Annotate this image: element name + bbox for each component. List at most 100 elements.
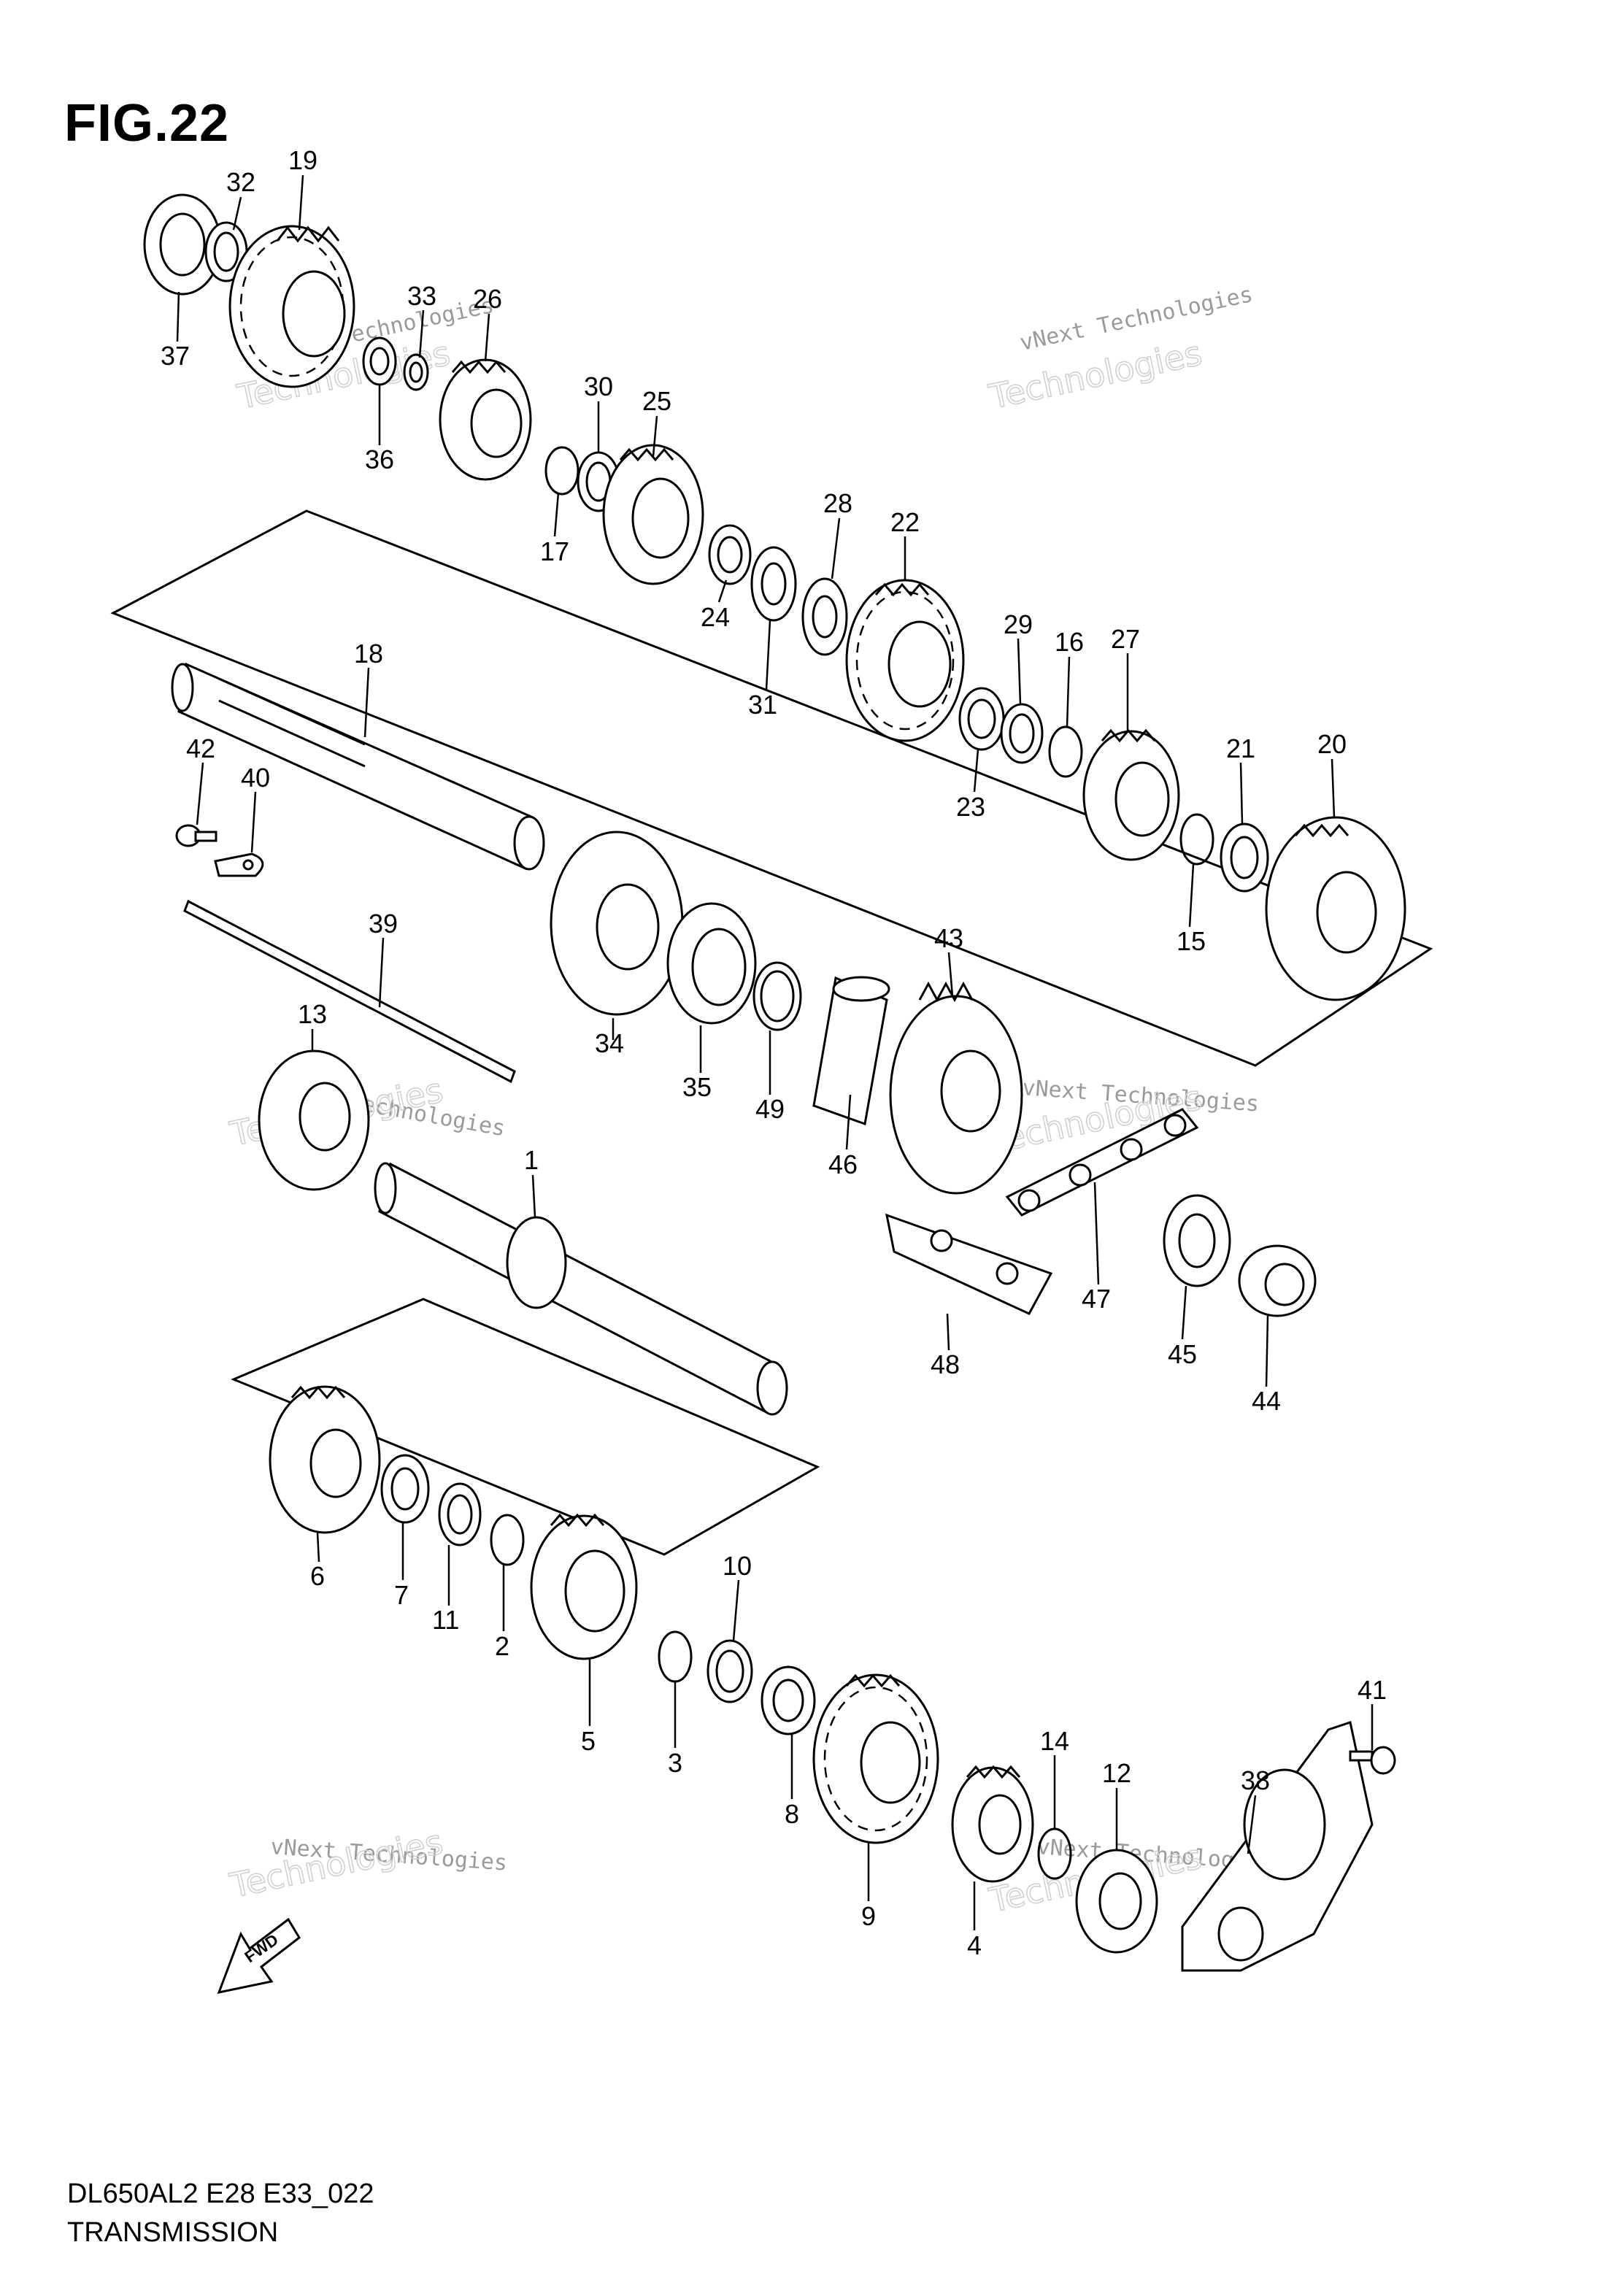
callout-24: 24: [701, 602, 730, 632]
gear-19: [228, 225, 355, 388]
callout-4: 4: [967, 1930, 982, 1960]
callout-12: 12: [1102, 1758, 1131, 1788]
gear-5: [530, 1513, 638, 1660]
bushing-23: [958, 687, 1005, 751]
bolt-42: [175, 824, 217, 847]
callout-34: 34: [595, 1028, 624, 1058]
callout-44: 44: [1252, 1386, 1281, 1416]
callout-27: 27: [1111, 624, 1140, 654]
oil-seal-35: [666, 902, 757, 1025]
callout-39: 39: [369, 909, 398, 939]
circlip-15: [1179, 813, 1214, 866]
gear-4: [951, 1765, 1034, 1883]
washer-33: [403, 353, 429, 391]
washer-45: [1163, 1194, 1231, 1287]
circlip-16: [1048, 725, 1083, 778]
callout-23: 23: [956, 792, 985, 822]
callout-33: 33: [407, 281, 436, 311]
bushing-7: [380, 1454, 430, 1524]
gear-9: [812, 1673, 939, 1844]
lock-washer-28: [801, 577, 848, 656]
callout-7: 7: [394, 1580, 409, 1610]
callout-38: 38: [1241, 1765, 1270, 1795]
bearing-34: [550, 831, 684, 1016]
callout-31: 31: [748, 690, 777, 720]
gear-26: [439, 358, 532, 481]
plate-38: [1181, 1721, 1374, 1972]
svg-text:Technologies: Technologies: [226, 1822, 446, 1906]
callout-1: 1: [524, 1145, 539, 1175]
callout-36: 36: [365, 444, 394, 474]
callout-48: 48: [931, 1349, 960, 1379]
washer-11: [438, 1482, 482, 1546]
callout-22: 22: [890, 507, 920, 537]
callout-19: 19: [288, 145, 317, 175]
callout-43: 43: [934, 923, 963, 953]
gear-20: [1265, 816, 1406, 1001]
sprocket-43: [889, 981, 1023, 1195]
washer-10: [706, 1639, 753, 1703]
bolt-41: [1349, 1746, 1396, 1775]
callout-35: 35: [682, 1072, 712, 1102]
chain-joint-48: [885, 1213, 1053, 1315]
callout-11: 11: [432, 1605, 459, 1635]
countershaft-18: [171, 662, 545, 871]
diagram-code: DL650AL2 E28 E33_022: [67, 2178, 374, 2209]
callout-41: 41: [1358, 1675, 1387, 1705]
bushing-24: [708, 524, 752, 585]
callout-10: 10: [723, 1551, 752, 1581]
bushing-8: [761, 1665, 816, 1736]
callout-21: 21: [1226, 733, 1255, 763]
callout-8: 8: [785, 1799, 799, 1829]
washer-29: [1000, 703, 1044, 764]
callout-45: 45: [1168, 1339, 1197, 1369]
callout-49: 49: [755, 1094, 785, 1124]
gear-6: [269, 1385, 381, 1534]
callout-30: 30: [584, 371, 613, 401]
callout-40: 40: [241, 763, 270, 793]
callout-47: 47: [1082, 1284, 1111, 1314]
callout-14: 14: [1040, 1726, 1069, 1756]
bearing-12: [1075, 1849, 1158, 1954]
circlip-2: [490, 1514, 525, 1566]
driveshaft-1: [374, 1162, 788, 1416]
leader-lines: [176, 174, 1374, 1930]
circlip-17: [544, 446, 580, 496]
callout-2: 2: [495, 1631, 509, 1661]
svg-text:Technologies: Technologies: [985, 334, 1205, 417]
callout-16: 16: [1055, 627, 1084, 657]
washer-21: [1220, 823, 1269, 893]
countershaft-group-outline: [110, 509, 1433, 1067]
watermark-5: vNext Technologies Technologies: [226, 1822, 508, 1906]
figure-title: FIG.22: [64, 94, 230, 153]
callout-25: 25: [642, 386, 671, 416]
plate-40: [214, 852, 264, 877]
lock-washer-31: [750, 546, 797, 622]
callout-37: 37: [161, 341, 190, 371]
callout-17: 17: [540, 536, 569, 566]
callout-6: 6: [310, 1561, 325, 1591]
fwd-arrow-icon: FWD: [217, 1917, 301, 1995]
callout-9: 9: [861, 1901, 876, 1931]
spacer-46: [812, 976, 890, 1126]
callout-42: 42: [186, 733, 215, 763]
bushing-36: [362, 336, 397, 386]
callout-29: 29: [1004, 609, 1033, 639]
callout-46: 46: [828, 1149, 858, 1179]
nut-44: [1238, 1244, 1317, 1317]
gear-25: [602, 444, 704, 585]
o-ring-49: [752, 961, 802, 1031]
callout-15: 15: [1177, 926, 1206, 956]
callout-20: 20: [1317, 729, 1347, 759]
bearing-13: [258, 1049, 370, 1191]
circlip-3: [658, 1630, 693, 1683]
bearing-37: [143, 193, 222, 296]
driveshaft-group-outline: [231, 1298, 820, 1556]
callout-13: 13: [298, 999, 327, 1029]
chain-47: [1005, 1108, 1199, 1217]
callout-26: 26: [473, 284, 502, 314]
callout-32: 32: [226, 167, 255, 197]
rod-39: [183, 899, 516, 1084]
